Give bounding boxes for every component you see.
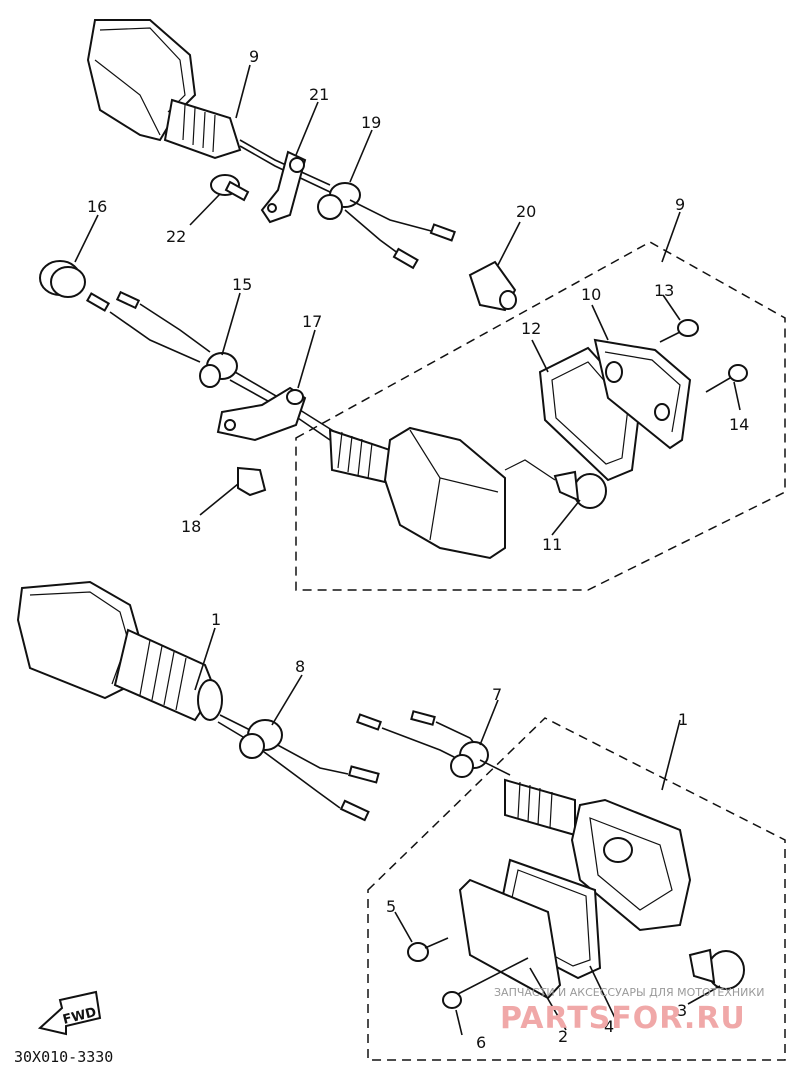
screw-6	[442, 957, 529, 1009]
lens-10	[593, 338, 692, 450]
grommet-19	[317, 182, 456, 270]
lens-2	[458, 878, 562, 1000]
callout-4: 4	[604, 1017, 614, 1036]
figure-code: 30X010-3330	[14, 1048, 113, 1066]
grommet-15-wires	[85, 290, 336, 441]
callout-11: 11	[542, 535, 562, 554]
bolt-22	[210, 174, 250, 202]
screw-14	[705, 364, 748, 393]
callout-20: 20	[516, 202, 536, 221]
fwd-arrow: FWD	[37, 990, 102, 1036]
leader-lines	[74, 64, 741, 1036]
flasher-bracket-21	[260, 150, 307, 224]
dashed-box-upper	[295, 241, 786, 591]
screw-5	[407, 937, 449, 962]
flasher-assembly-upper-rear	[86, 19, 331, 193]
callout-9-mid: 9	[675, 195, 685, 214]
flasher-assembly-mid	[328, 426, 506, 560]
callout-6: 6	[476, 1033, 486, 1052]
callout-9-upper: 9	[249, 47, 259, 66]
callout-14: 14	[729, 415, 749, 434]
callout-12: 12	[521, 319, 541, 338]
flasher-bracket-17	[216, 386, 307, 442]
callout-1-right: 1	[678, 710, 688, 729]
callout-3: 3	[677, 1001, 687, 1020]
callout-17: 17	[302, 312, 322, 331]
screw-13	[659, 319, 699, 343]
callout-8: 8	[295, 657, 305, 676]
watermark-caption: ЗАПЧАСТИ И АКСЕССУАРЫ ДЛЯ МОТОТЕХНИКИ	[494, 986, 764, 999]
callout-15: 15	[232, 275, 252, 294]
callout-5: 5	[386, 897, 396, 916]
bulb-3	[688, 948, 745, 990]
watermark-brand: PARTSFOR.RU	[500, 1001, 746, 1036]
bulb-11	[504, 459, 607, 509]
grommet-16	[39, 260, 86, 298]
callout-22: 22	[166, 227, 186, 246]
bolt-18	[237, 466, 267, 497]
callout-2: 2	[558, 1027, 568, 1046]
grommet-8	[239, 719, 380, 822]
callout-13: 13	[654, 281, 674, 300]
callout-18: 18	[181, 517, 201, 536]
grommet-20	[468, 260, 517, 312]
flasher-assembly-lower-front	[16, 580, 349, 809]
flasher-assembly-lower-rear	[504, 778, 692, 932]
callout-21: 21	[309, 85, 329, 104]
callout-16: 16	[87, 197, 107, 216]
callout-10: 10	[581, 285, 601, 304]
grommet-7	[356, 710, 511, 778]
callout-19: 19	[361, 113, 381, 132]
callout-1-left: 1	[211, 610, 221, 629]
callout-7: 7	[492, 685, 502, 704]
